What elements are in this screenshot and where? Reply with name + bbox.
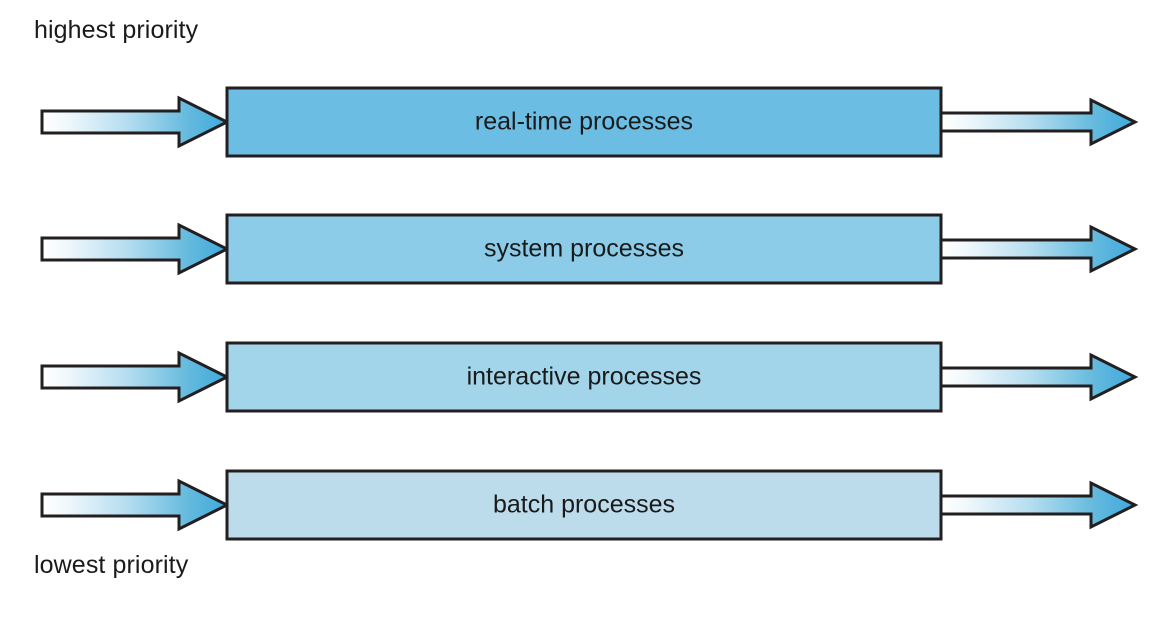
outgoing-arrow-icon	[939, 97, 1139, 147]
queue-label: interactive processes	[467, 363, 702, 391]
incoming-arrow-icon	[40, 222, 231, 276]
priority-row: system processes	[40, 213, 1139, 285]
highest-priority-label: highest priority	[34, 16, 199, 44]
priority-row: interactive processes	[40, 341, 1139, 413]
priority-row: real-time processes	[40, 86, 1139, 158]
outgoing-arrow-icon	[939, 352, 1139, 402]
queue-box[interactable]	[225, 469, 943, 541]
queue-label: system processes	[484, 235, 684, 263]
queue-label: batch processes	[493, 491, 675, 519]
incoming-arrow-icon	[40, 350, 231, 404]
queue-box[interactable]	[225, 86, 943, 158]
incoming-arrow-icon	[40, 478, 231, 532]
lowest-priority-label: lowest priority	[34, 551, 189, 579]
priority-row: batch processes	[40, 469, 1139, 541]
outgoing-arrow-icon	[939, 480, 1139, 530]
outgoing-arrow-icon	[939, 224, 1139, 274]
queue-box[interactable]	[225, 213, 943, 285]
queue-label: real-time processes	[475, 108, 693, 136]
incoming-arrow-icon	[40, 95, 231, 149]
queue-box[interactable]	[225, 341, 943, 413]
